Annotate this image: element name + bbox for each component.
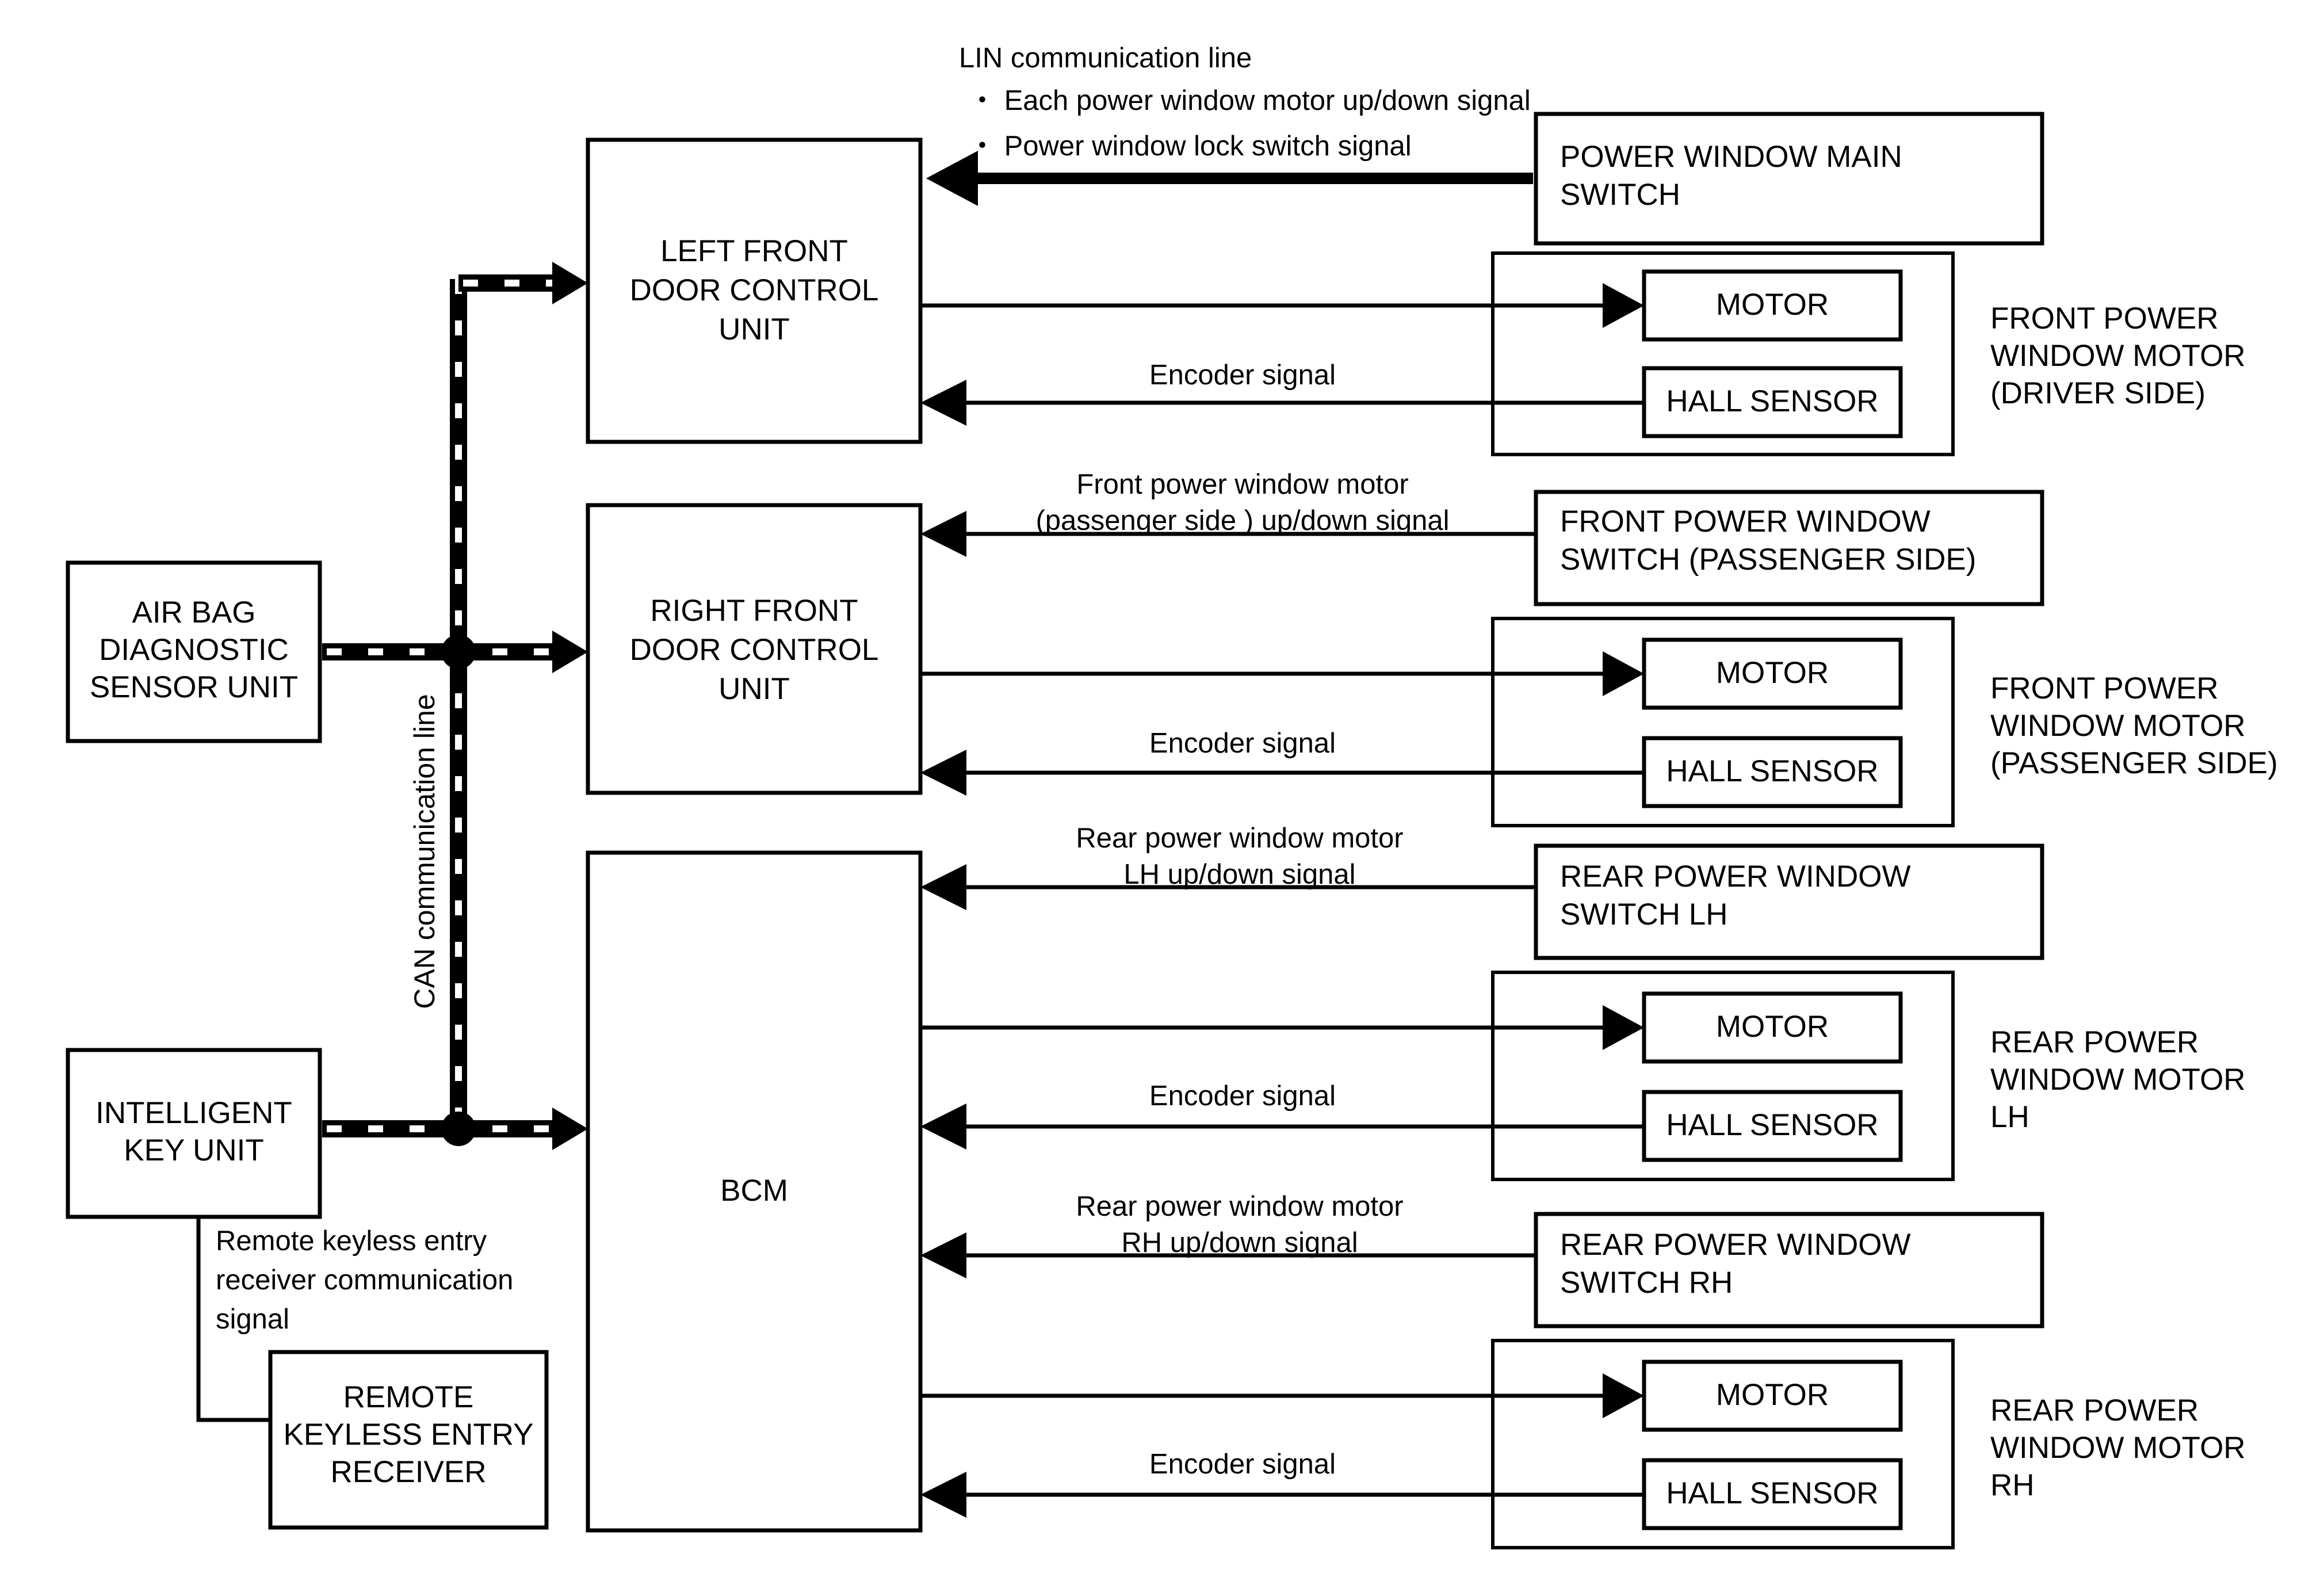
rear-lh-updown-label-line1: Rear power window motor <box>1076 823 1403 854</box>
lin-communication-line <box>926 151 1533 206</box>
rear-lh-motor-label: MOTOR <box>1716 1010 1829 1044</box>
lin-bullet-2: ・ Power window lock switch signal <box>968 131 1412 162</box>
rear-rh-caption-line1: REAR POWER <box>1990 1393 2199 1427</box>
front-passenger-motor-box[interactable] <box>1642 637 1903 710</box>
bcm-label: BCM <box>720 1174 788 1208</box>
lin-bullet-1: ・ Each power window motor up/down signal <box>968 85 1531 116</box>
rear-lh-encoder-label: Encoder signal <box>1149 1080 1336 1112</box>
remote-keyless-entry-receiver[interactable] <box>268 1350 549 1530</box>
front-passenger-caption-line3: (PASSENGER SIDE) <box>1990 746 2278 780</box>
right-front-door-control-unit[interactable] <box>586 503 923 795</box>
rear-power-window-switch-lh[interactable] <box>1534 843 2044 960</box>
front-pw-switch-passenger-label-line1: FRONT POWER WINDOW <box>1560 505 1931 539</box>
power-window-main-switch-label-line2: SWITCH <box>1560 178 1680 212</box>
rear-power-window-motor-rh-group <box>1491 1339 1955 1549</box>
left-front-door-control-unit-label-line2: DOOR CONTROL <box>630 273 879 307</box>
can-communication-line-label: CAN communication line <box>408 694 441 1009</box>
front-passenger-hall-sensor-box[interactable] <box>1642 736 1903 808</box>
remote-keyless-entry-receiver-label-line2: KEYLESS ENTRY <box>284 1418 534 1452</box>
intelligent-key-unit-label-line2: KEY UNIT <box>124 1133 263 1167</box>
air-bag-diagnostic-sensor-unit-label-line3: SENSOR UNIT <box>90 670 298 704</box>
rear-rh-updown-label-line1: Rear power window motor <box>1076 1191 1403 1222</box>
front-driver-encoder-label: Encoder signal <box>1149 360 1336 391</box>
rear-lh-caption-line1: REAR POWER <box>1990 1025 2199 1059</box>
front-power-window-switch-passenger[interactable] <box>1534 490 2044 606</box>
front-pw-switch-passenger-label-line2: SWITCH (PASSENGER SIDE) <box>1560 543 1976 576</box>
rear-rh-hall-sensor-box[interactable] <box>1642 1458 1903 1530</box>
front-driver-caption-line3: (DRIVER SIDE) <box>1990 376 2205 410</box>
front-power-window-motor-driver-group <box>1491 251 1955 456</box>
left-front-door-control-unit[interactable] <box>586 138 923 444</box>
air-bag-diagnostic-sensor-unit-label-line1: AIR BAG <box>132 595 255 629</box>
air-bag-diagnostic-sensor-unit-label-line2: DIAGNOSTIC <box>99 633 289 667</box>
front-passenger-motor-label: MOTOR <box>1716 656 1829 690</box>
rear-rh-hall-sensor-label: HALL SENSOR <box>1666 1476 1878 1510</box>
right-front-door-control-unit-label-line3: UNIT <box>718 672 790 706</box>
front-passenger-hall-sensor-label: HALL SENSOR <box>1666 754 1878 788</box>
rear-rh-caption-line2: WINDOW MOTOR <box>1990 1431 2246 1465</box>
rke-signal-label-line3: signal <box>216 1304 289 1335</box>
front-driver-caption-line2: WINDOW MOTOR <box>1990 339 2246 373</box>
rear-lh-hall-sensor-label: HALL SENSOR <box>1666 1108 1878 1142</box>
rear-rh-motor-label: MOTOR <box>1716 1378 1829 1412</box>
bcm-module[interactable] <box>586 850 923 1533</box>
right-front-door-control-unit-label-line1: RIGHT FRONT <box>650 594 858 628</box>
rke-signal-label-line1: Remote keyless entry <box>216 1225 487 1257</box>
intelligent-key-unit[interactable] <box>66 1048 322 1219</box>
rear-power-window-switch-rh[interactable] <box>1534 1212 2044 1328</box>
front-passenger-encoder-label: Encoder signal <box>1149 728 1336 759</box>
front-passenger-updown-label-line1: Front power window motor <box>1076 469 1408 500</box>
power-window-main-switch[interactable] <box>1534 112 2044 246</box>
front-driver-motor-label: MOTOR <box>1716 288 1829 322</box>
left-front-door-control-unit-label-line1: LEFT FRONT <box>660 234 848 268</box>
front-passenger-caption-line2: WINDOW MOTOR <box>1990 709 2246 743</box>
front-driver-hall-sensor-label: HALL SENSOR <box>1666 384 1878 418</box>
front-power-window-motor-passenger-group <box>1491 617 1955 827</box>
right-front-door-control-unit-label-line2: DOOR CONTROL <box>630 633 879 667</box>
rear-lh-caption-line3: LH <box>1990 1100 2029 1134</box>
rear-rh-caption-line3: RH <box>1990 1468 2035 1502</box>
air-bag-diagnostic-sensor-unit[interactable] <box>66 560 322 743</box>
front-passenger-caption-line1: FRONT POWER <box>1990 671 2219 705</box>
rear-rh-encoder-label: Encoder signal <box>1149 1449 1336 1480</box>
can-communication-bus: CAN communication line <box>322 262 588 1150</box>
remote-keyless-entry-receiver-label-line1: REMOTE <box>343 1380 474 1414</box>
rear-pw-switch-lh-label-line2: SWITCH LH <box>1560 898 1728 931</box>
rear-lh-updown-label-line2: LH up/down signal <box>1123 859 1355 890</box>
left-front-door-control-unit-label-line3: UNIT <box>718 312 790 346</box>
lin-line-title: LIN communication line <box>959 43 1252 74</box>
rear-rh-updown-label-line2: RH up/down signal <box>1121 1227 1358 1258</box>
front-passenger-updown-label-line2: (passenger side ) up/down signal <box>1035 505 1449 536</box>
rear-pw-switch-lh-label-line1: REAR POWER WINDOW <box>1560 860 1910 893</box>
rear-lh-caption-line2: WINDOW MOTOR <box>1990 1063 2246 1097</box>
rear-power-window-motor-lh-group <box>1491 971 1955 1181</box>
rke-signal-label-line2: receiver communication <box>216 1265 513 1296</box>
power-window-main-switch-label-line1: POWER WINDOW MAIN <box>1560 140 1902 174</box>
intelligent-key-unit-label-line1: INTELLIGENT <box>95 1096 292 1130</box>
rke-connector-wire <box>196 1217 276 1422</box>
remote-keyless-entry-receiver-label-line3: RECEIVER <box>331 1455 487 1489</box>
front-driver-caption-line1: FRONT POWER <box>1990 301 2219 335</box>
rear-pw-switch-rh-label-line2: SWITCH RH <box>1560 1266 1733 1300</box>
rear-pw-switch-rh-label-line1: REAR POWER WINDOW <box>1560 1228 1910 1262</box>
